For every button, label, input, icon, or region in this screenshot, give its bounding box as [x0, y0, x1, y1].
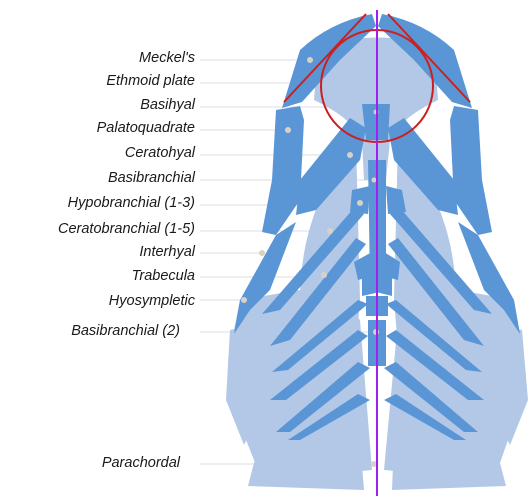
palatoquadrate-left: [262, 106, 304, 235]
palatoquadrate-right: [450, 106, 492, 235]
posterior-plate-right: [392, 440, 506, 490]
posterior-plate: [248, 440, 364, 490]
